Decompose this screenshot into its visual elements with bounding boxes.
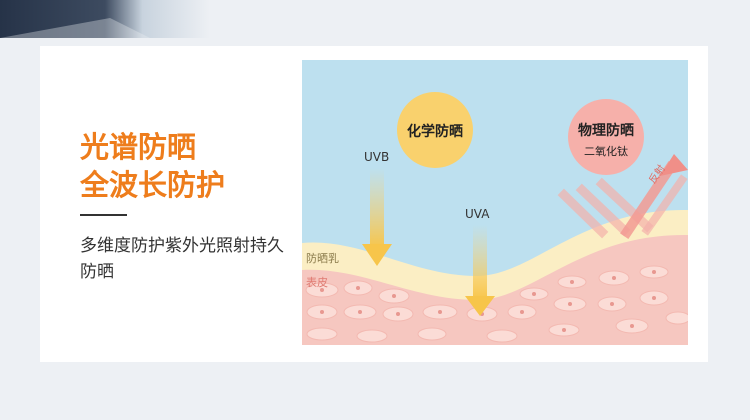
physical-label: 物理防晒 [578,123,634,139]
chemical-label: 化学防晒 [407,124,463,140]
top-photo-strip [0,0,750,38]
uvb-label: UVB [364,150,390,164]
divider [80,214,127,216]
epidermis-label: 表皮 [306,276,328,289]
reflection-arrows [557,161,688,239]
uva-label: UVA [465,207,490,221]
description: 多维度防护紫外光照射持久防晒 [80,236,284,282]
physical-sublabel: 二氧化钛 [584,145,628,158]
sunscreen-diagram: 化学防晒 物理防晒 二氧化钛 UVB UVA 反射 防晒乳 表皮 [302,60,688,345]
uvb-arrow [362,168,392,266]
reflection-arrow-head [660,154,688,176]
uva-arrow [465,225,495,316]
sunscreen-layer [302,209,688,300]
headline-line-1: 光谱防晒 [80,130,197,164]
physical-sun-circle [568,99,644,175]
chemical-sun-circle [397,92,473,168]
headline: 光谱防晒 全波长防护 [80,128,225,204]
headline-line-2: 全波长防护 [80,168,226,202]
sunscreen-label: 防晒乳 [306,252,339,265]
